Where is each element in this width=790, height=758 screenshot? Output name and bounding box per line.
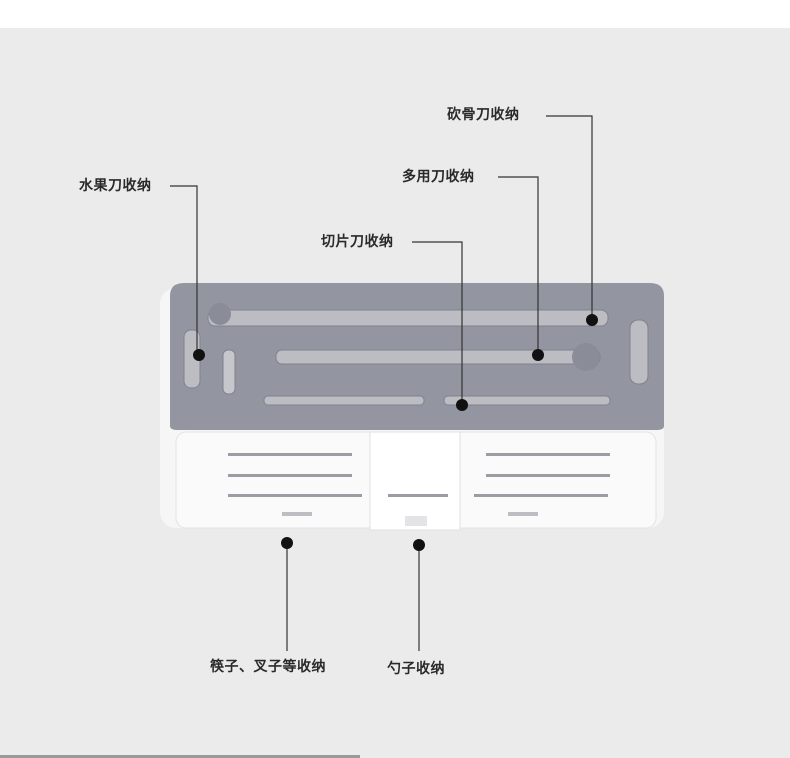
label-multi-knife-storage: 多用刀收纳 <box>402 169 475 185</box>
slot-slicing-right <box>443 395 611 406</box>
dot-shuiguo <box>193 349 205 361</box>
left-basket-slots <box>228 453 362 516</box>
leader-shuiguo <box>170 185 198 355</box>
top-white-strip <box>0 0 790 28</box>
callout-dots <box>193 314 598 551</box>
right-basket-slots <box>474 453 610 516</box>
leader-kanggu <box>546 115 593 320</box>
bottom-gray-strip <box>0 755 360 758</box>
label-chopsticks-fork-storage: 筷子、叉子等收纳 <box>210 659 326 675</box>
dot-qiepian <box>456 399 468 411</box>
label-bone-cleaver-storage: 砍骨刀收纳 <box>447 107 520 123</box>
dot-shaozi <box>413 539 425 551</box>
label-slicing-knife-storage: 切片刀收纳 <box>321 234 394 250</box>
slot-multi-knife <box>275 349 601 365</box>
dot-kuaizi <box>281 537 293 549</box>
center-slot <box>388 494 448 497</box>
knife-tray-top <box>170 283 664 430</box>
callout-leaders <box>170 115 593 651</box>
label-spoon-storage: 勺子收纳 <box>387 661 445 677</box>
slot-slicing-left <box>263 395 425 406</box>
slot-right-vertical <box>629 319 649 385</box>
dot-duoyong <box>532 349 544 361</box>
slot-bone-cleaver <box>207 309 609 327</box>
leader-qiepian <box>412 241 463 405</box>
leader-duoyong <box>498 176 539 355</box>
slot-small-vertical <box>222 349 236 395</box>
dot-kanggu <box>586 314 598 326</box>
label-fruit-knife-storage: 水果刀收纳 <box>79 178 152 194</box>
